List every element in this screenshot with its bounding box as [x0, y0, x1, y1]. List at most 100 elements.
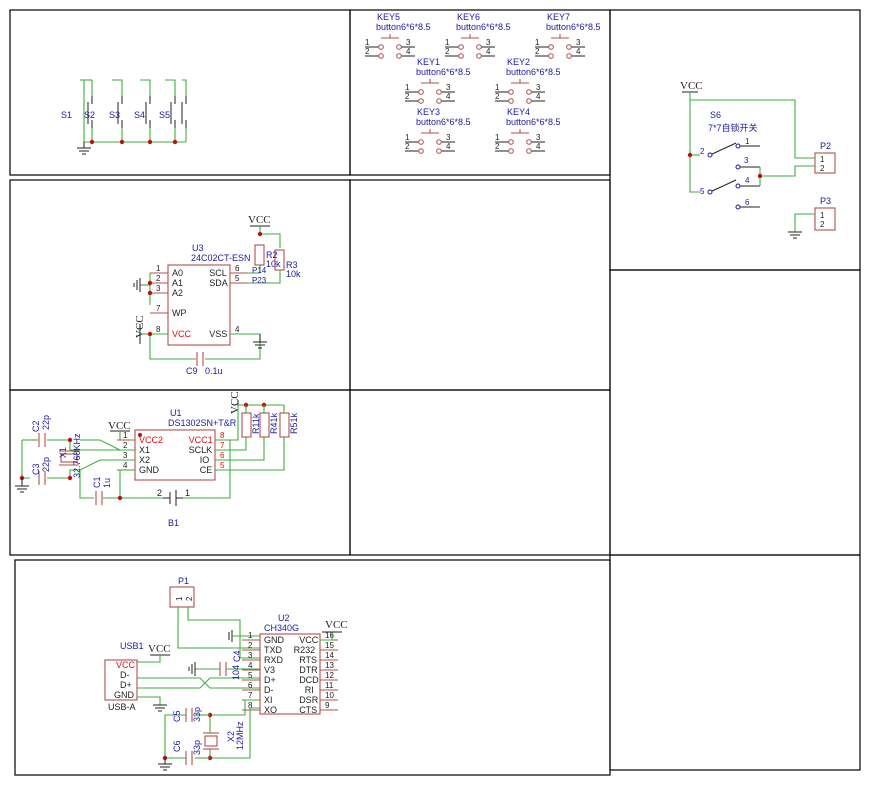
svg-text:4: 4 [248, 661, 253, 670]
ground-icon [158, 758, 172, 771]
vcc-label: VCC [148, 643, 171, 655]
svg-text:C5: C5 [172, 710, 182, 722]
svg-text:D-: D- [264, 685, 274, 695]
svg-text:IO: IO [200, 455, 210, 465]
vcc-label: VCC [108, 420, 131, 432]
svg-text:DTR: DTR [299, 665, 318, 675]
ground-icon [15, 478, 29, 493]
s2-label: S2 [84, 110, 95, 120]
svg-text:10k: 10k [266, 259, 281, 269]
resistor-r5 [279, 412, 290, 438]
p2-connector [814, 152, 836, 174]
svg-text:RI: RI [305, 685, 314, 695]
key-name: KEY3 [417, 107, 440, 117]
svg-text:GND: GND [139, 465, 160, 475]
s1-label: S1 [61, 110, 72, 120]
key-type: button6*6*8.5 [416, 67, 471, 77]
svg-text:D-: D- [120, 670, 130, 680]
svg-text:X2: X2 [226, 731, 236, 742]
svg-text:2: 2 [405, 142, 410, 151]
svg-text:3: 3 [486, 38, 491, 47]
svg-text:4: 4 [123, 461, 128, 470]
s6-ref: S6 [710, 110, 721, 120]
svg-text:USB1: USB1 [120, 641, 144, 651]
svg-text:3: 3 [446, 133, 451, 142]
svg-text:2: 2 [700, 147, 705, 156]
svg-text:1: 1 [123, 431, 128, 440]
vcc-label: VCC [229, 391, 241, 414]
svg-text:2: 2 [185, 596, 194, 601]
svg-text:XO: XO [264, 705, 277, 715]
svg-text:2: 2 [535, 47, 540, 56]
switch-s5: S5 [159, 79, 187, 142]
key-name: KEY6 [457, 12, 480, 22]
usb-section: P1 1 2 USB1 VCC VCC D- D+ GND USB-A C4 1… [104, 576, 348, 771]
svg-text:V3: V3 [264, 665, 275, 675]
ground-icon [188, 662, 196, 676]
svg-text:1u: 1u [102, 478, 112, 488]
svg-text:DS1302SN+T&R: DS1302SN+T&R [168, 418, 237, 428]
svg-text:R232: R232 [294, 645, 316, 655]
svg-text:2: 2 [820, 220, 825, 229]
p3-ref: P3 [820, 196, 831, 206]
svg-text:U3: U3 [192, 243, 204, 253]
svg-text:1: 1 [156, 264, 161, 273]
key-type: button6*6*8.5 [506, 117, 561, 127]
capacitor-c4 [219, 662, 227, 676]
key-name: KEY7 [547, 12, 570, 22]
svg-text:4: 4 [446, 92, 451, 101]
svg-text:VCC2: VCC2 [139, 435, 163, 445]
svg-text:1: 1 [495, 83, 500, 92]
svg-text:2: 2 [156, 274, 161, 283]
svg-text:CTS: CTS [299, 705, 317, 715]
svg-text:2: 2 [405, 92, 410, 101]
svg-text:5: 5 [235, 274, 240, 283]
switch-s4: S4 [134, 79, 176, 142]
switch-array: S1 S2 S3 S4 S5 [61, 79, 187, 155]
svg-text:1: 1 [535, 38, 540, 47]
s3-label: S3 [109, 110, 120, 120]
svg-text:16: 16 [325, 631, 334, 640]
svg-text:2: 2 [495, 92, 500, 101]
svg-text:22p: 22p [41, 415, 51, 430]
svg-text:4: 4 [235, 325, 240, 334]
svg-text:4: 4 [536, 92, 541, 101]
key-type: button6*6*8.5 [456, 22, 511, 32]
svg-text:VCC: VCC [172, 329, 192, 339]
ground-icon [153, 704, 167, 712]
svg-text:3: 3 [248, 651, 253, 660]
svg-text:7: 7 [220, 441, 225, 450]
battery-b1: 2 1 B1 [157, 488, 190, 528]
svg-text:5: 5 [248, 671, 253, 680]
key-type: button6*6*8.5 [506, 67, 561, 77]
svg-text:SDA: SDA [209, 278, 228, 288]
svg-text:6: 6 [248, 681, 253, 690]
svg-text:P1: P1 [178, 576, 189, 586]
svg-text:B1: B1 [168, 518, 179, 528]
svg-text:12MHz: 12MHz [235, 721, 245, 750]
svg-text:GND: GND [114, 690, 135, 700]
svg-text:C4: C4 [232, 650, 242, 662]
ground-icon [133, 278, 141, 292]
svg-text:14: 14 [325, 651, 334, 660]
svg-text:6: 6 [745, 198, 750, 207]
svg-text:22p: 22p [41, 457, 51, 472]
svg-text:4: 4 [486, 47, 491, 56]
svg-text:1: 1 [495, 133, 500, 142]
svg-text:4: 4 [745, 176, 750, 185]
resistor-r4 [259, 412, 270, 438]
vcc-label: VCC [680, 80, 703, 92]
svg-text:D+: D+ [120, 680, 132, 690]
svg-text:VCC: VCC [299, 635, 319, 645]
svg-text:P23: P23 [252, 276, 267, 285]
svg-text:TXD: TXD [264, 645, 283, 655]
svg-text:3: 3 [744, 156, 749, 165]
svg-text:10: 10 [325, 691, 334, 700]
key-type: button6*6*8.5 [546, 22, 601, 32]
